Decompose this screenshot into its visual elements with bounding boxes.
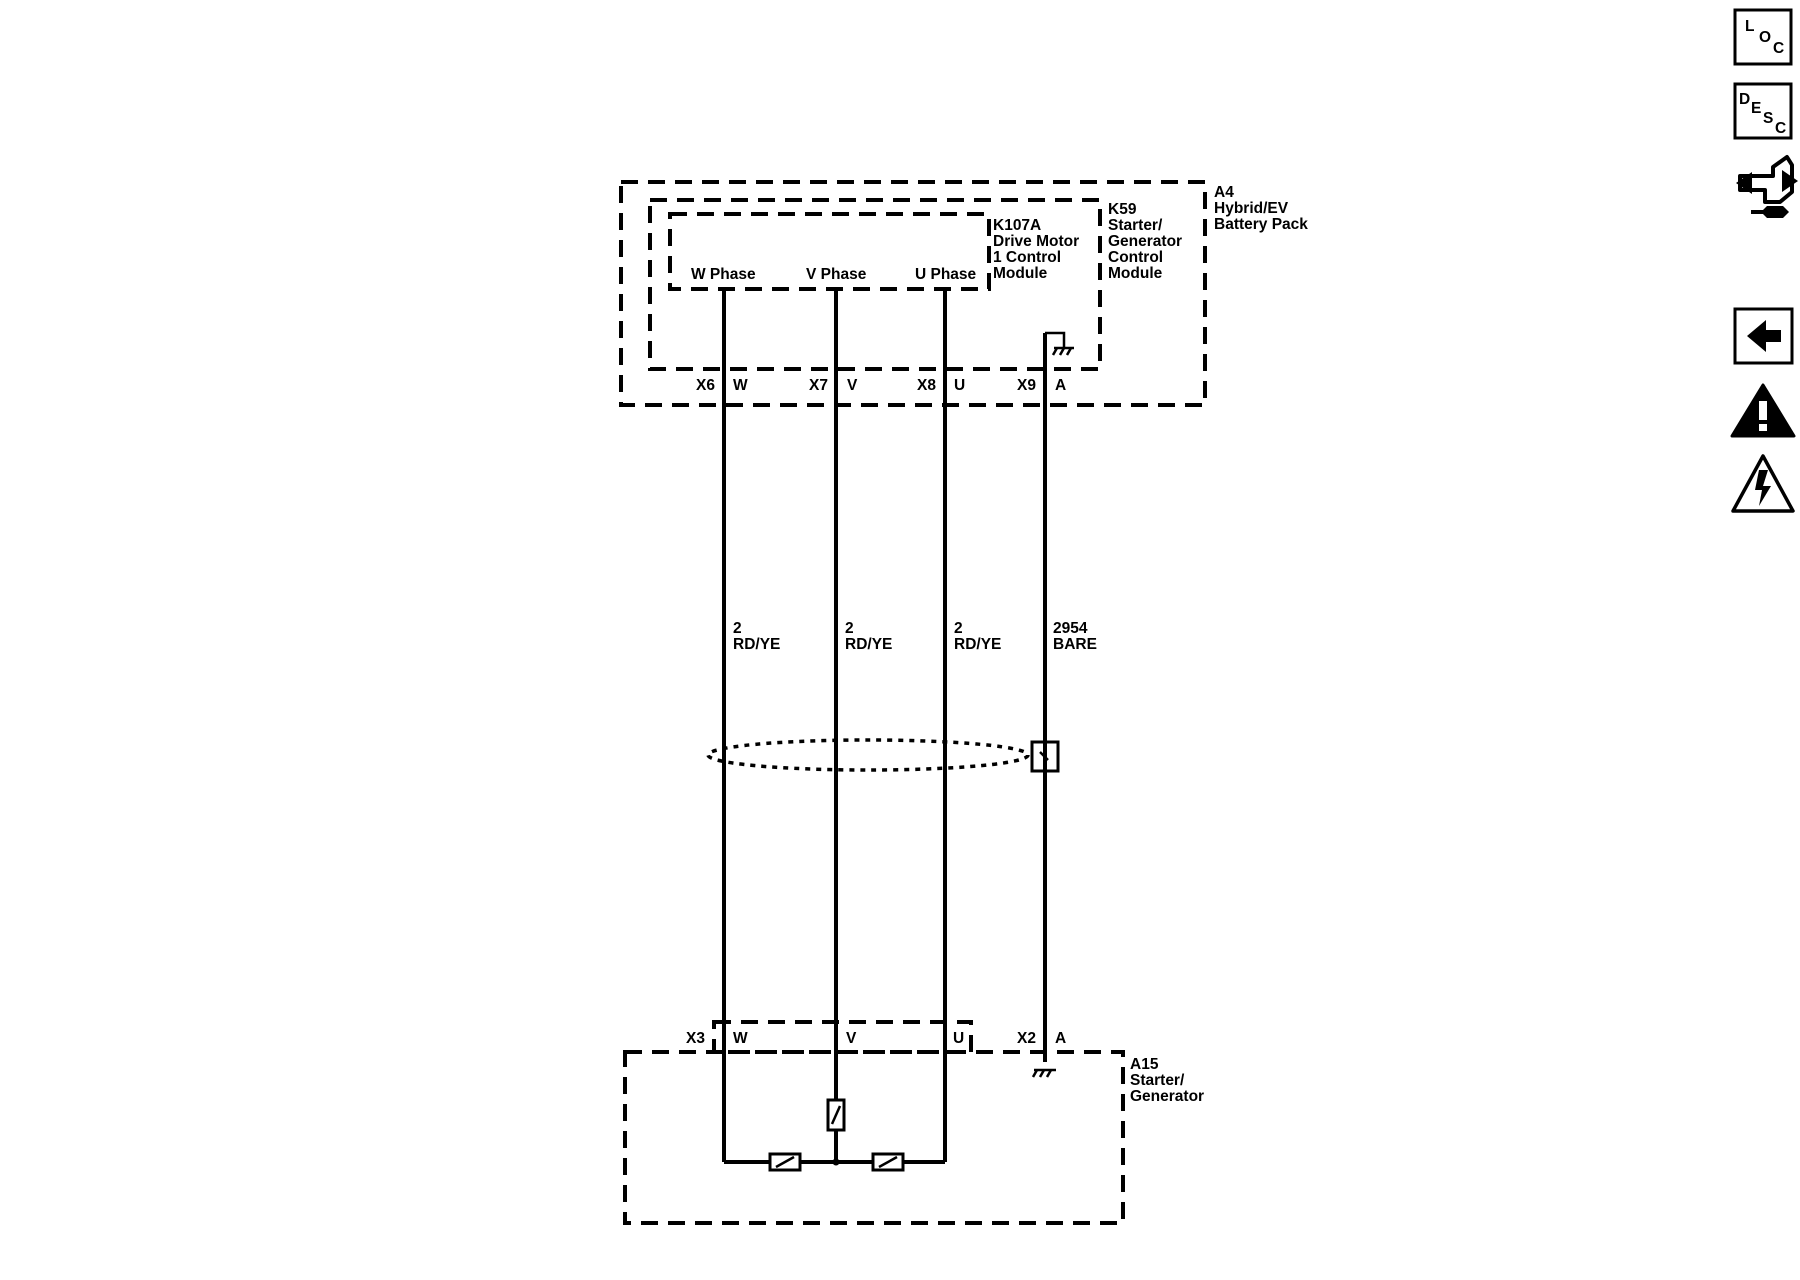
svg-text:A4: A4 — [1214, 184, 1234, 201]
bottom-pin-u: U — [953, 1030, 964, 1047]
svg-text:C: C — [1773, 40, 1784, 57]
svg-text:S: S — [1763, 110, 1773, 127]
w-wire-color: RD/YE — [733, 636, 780, 653]
k107a-control-module-box — [668, 212, 991, 291]
bottom-pin-w: W — [733, 1030, 748, 1047]
a15-starter-generator-box — [623, 1050, 1125, 1225]
top-connector-x9: X9 — [1017, 377, 1036, 394]
svg-text:Drive Motor: Drive Motor — [993, 233, 1079, 250]
u-wire-size: 2 — [954, 620, 963, 637]
svg-text:E: E — [1751, 100, 1761, 117]
bottom-connector-x2: X2 — [1017, 1030, 1036, 1047]
bottom-connector-x3: X3 — [686, 1030, 705, 1047]
v-phase-label: V Phase — [806, 266, 867, 283]
connector-icon[interactable] — [1736, 155, 1798, 218]
v-wire-color: RD/YE — [845, 636, 892, 653]
svg-text:Starter/: Starter/ — [1130, 1072, 1185, 1089]
a15-case-ground-icon — [1031, 1068, 1056, 1078]
k107a-label: K107A Drive Motor 1 Control Module — [993, 217, 1079, 282]
svg-text:Module: Module — [1108, 265, 1163, 282]
svg-text:Hybrid/EV: Hybrid/EV — [1214, 200, 1289, 217]
k59-control-module-box — [648, 198, 1102, 371]
svg-text:1 Control: 1 Control — [993, 249, 1061, 266]
top-connector-x8: X8 — [917, 377, 936, 394]
u-phase-label: U Phase — [915, 266, 977, 283]
ground-wire-color: BARE — [1053, 636, 1097, 653]
back-arrow-icon[interactable] — [1733, 307, 1794, 365]
svg-text:Generator: Generator — [1108, 233, 1182, 250]
desc-button[interactable]: D E S C — [1733, 82, 1793, 140]
top-pin-v: V — [847, 377, 858, 394]
top-pin-a: A — [1055, 377, 1066, 394]
high-voltage-icon[interactable] — [1731, 454, 1795, 513]
bottom-pin-a: A — [1055, 1030, 1066, 1047]
cable-shield — [706, 738, 1030, 772]
svg-text:K107A: K107A — [993, 217, 1041, 234]
svg-text:Generator: Generator — [1130, 1088, 1204, 1105]
a15-connector-outline — [712, 1020, 973, 1054]
v-wire-size: 2 — [845, 620, 854, 637]
stator-windings — [724, 1098, 945, 1172]
svg-text:L: L — [1745, 18, 1754, 35]
bottom-pin-v: V — [846, 1030, 857, 1047]
svg-text:Control: Control — [1108, 249, 1163, 266]
ground-wire-circuit: 2954 — [1053, 620, 1088, 637]
svg-text:O: O — [1759, 29, 1771, 46]
svg-text:K59: K59 — [1108, 201, 1137, 218]
loc-button[interactable]: L O C — [1733, 8, 1793, 66]
svg-text:Battery Pack: Battery Pack — [1214, 216, 1308, 233]
k59-label: K59 Starter/ Generator Control Module — [1108, 201, 1182, 282]
top-pin-w: W — [733, 377, 748, 394]
a15-label: A15 Starter/ Generator — [1130, 1056, 1204, 1105]
caution-icon[interactable] — [1730, 383, 1796, 438]
u-wire-color: RD/YE — [954, 636, 1001, 653]
svg-text:Starter/: Starter/ — [1108, 217, 1163, 234]
svg-text:Module: Module — [993, 265, 1048, 282]
w-phase-label: W Phase — [691, 266, 756, 283]
w-wire-size: 2 — [733, 620, 742, 637]
svg-text:A15: A15 — [1130, 1056, 1159, 1073]
shield-drain-connection — [1030, 740, 1060, 773]
top-pin-u: U — [954, 377, 965, 394]
top-connector-x7: X7 — [809, 377, 828, 394]
k59-internal-ground-icon — [1045, 331, 1074, 356]
a4-label: A4 Hybrid/EV Battery Pack — [1214, 184, 1308, 233]
svg-text:C: C — [1775, 120, 1786, 137]
top-connector-x6: X6 — [696, 377, 715, 394]
svg-text:D: D — [1739, 91, 1750, 108]
